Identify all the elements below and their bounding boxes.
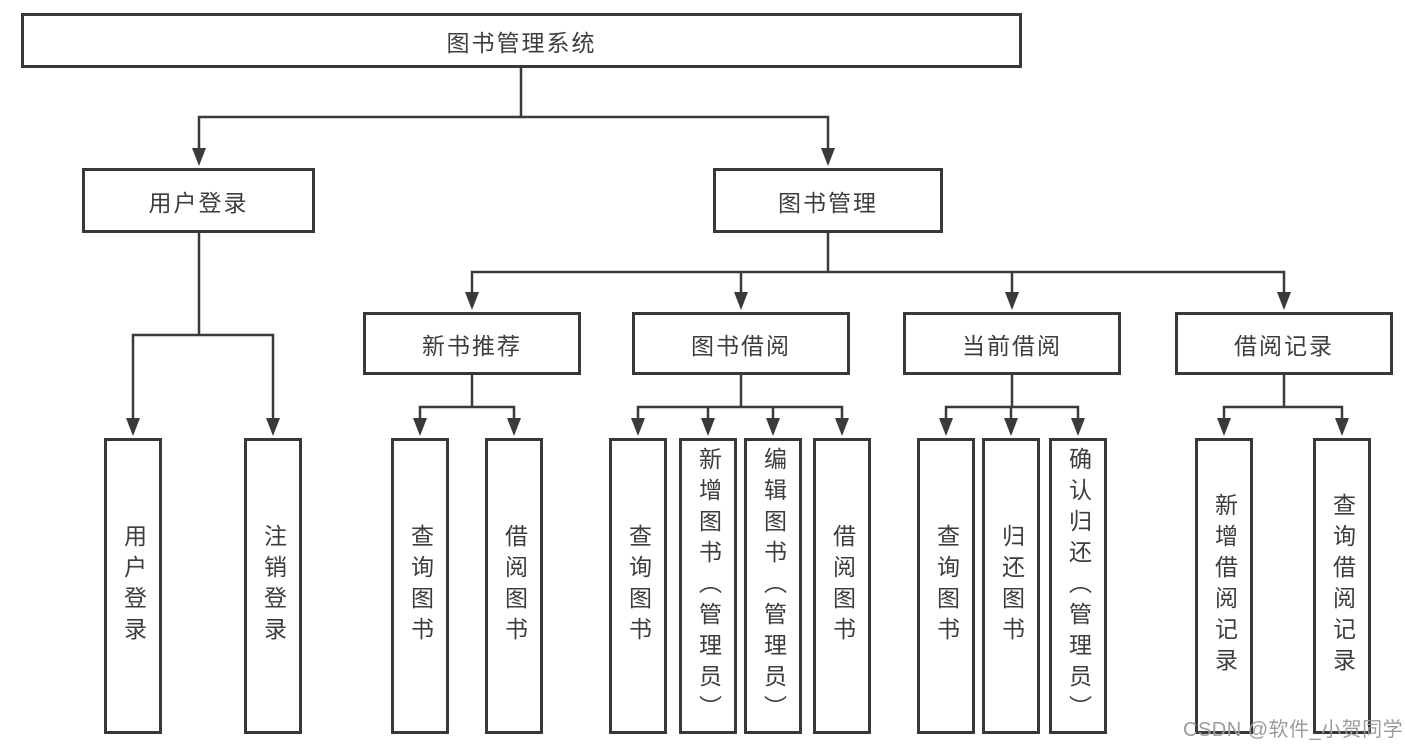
node-book-management: 图书管理 <box>713 168 943 233</box>
node-book-borrowing-label: 图书借阅 <box>691 332 791 359</box>
leaf-query-books-3-label: 查询图书 <box>933 524 960 648</box>
leaf-borrow-books-2: 借阅图书 <box>813 438 871 734</box>
node-user-login: 用户登录 <box>82 168 315 233</box>
leaf-query-books-1-label: 查询图书 <box>407 524 434 648</box>
leaf-user-login: 用户登录 <box>104 438 162 734</box>
leaf-add-borrow-record: 新增借阅记录 <box>1195 438 1253 734</box>
leaf-query-borrow-record-label: 查询借阅记录 <box>1329 493 1356 679</box>
csdn-watermark: CSDN @软件_小贺同学 <box>1183 719 1404 741</box>
leaf-confirm-return-admin-label: 确认归还（管理员） <box>1065 446 1092 726</box>
leaf-return-book: 归还图书 <box>982 438 1040 734</box>
leaf-borrow-books-2-label: 借阅图书 <box>829 524 856 648</box>
leaf-query-books-1: 查询图书 <box>391 438 449 734</box>
node-borrowing-records: 借阅记录 <box>1175 312 1393 375</box>
leaf-edit-book-admin: 编辑图书（管理员） <box>744 438 802 734</box>
node-borrowing-records-label: 借阅记录 <box>1234 332 1334 359</box>
leaf-return-book-label: 归还图书 <box>998 524 1025 648</box>
leaf-add-book-admin-label: 新增图书（管理员） <box>695 446 722 726</box>
leaf-query-borrow-record: 查询借阅记录 <box>1313 438 1371 734</box>
leaf-add-borrow-record-label: 新增借阅记录 <box>1211 493 1238 679</box>
node-new-book-recommend-label: 新书推荐 <box>422 332 522 359</box>
node-book-borrowing: 图书借阅 <box>632 312 850 375</box>
node-current-borrowing-label: 当前借阅 <box>962 332 1062 359</box>
leaf-logout: 注销登录 <box>244 438 302 734</box>
leaf-query-books-2: 查询图书 <box>609 438 667 734</box>
leaf-borrow-books-1-label: 借阅图书 <box>501 524 528 648</box>
node-user-login-label: 用户登录 <box>148 189 249 216</box>
node-current-borrowing: 当前借阅 <box>903 312 1121 375</box>
leaf-borrow-books-1: 借阅图书 <box>485 438 543 734</box>
node-library-system-label: 图书管理系统 <box>446 29 597 56</box>
leaf-confirm-return-admin: 确认归还（管理员） <box>1049 438 1107 734</box>
leaf-query-books-2-label: 查询图书 <box>625 524 652 648</box>
node-new-book-recommend: 新书推荐 <box>363 312 581 375</box>
leaf-add-book-admin: 新增图书（管理员） <box>679 438 737 734</box>
node-library-system: 图书管理系统 <box>21 13 1022 68</box>
leaf-logout-label: 注销登录 <box>260 524 287 648</box>
leaf-edit-book-admin-label: 编辑图书（管理员） <box>760 446 787 726</box>
node-book-management-label: 图书管理 <box>778 189 878 216</box>
leaf-query-books-3: 查询图书 <box>917 438 975 734</box>
leaf-user-login-label: 用户登录 <box>120 524 147 648</box>
